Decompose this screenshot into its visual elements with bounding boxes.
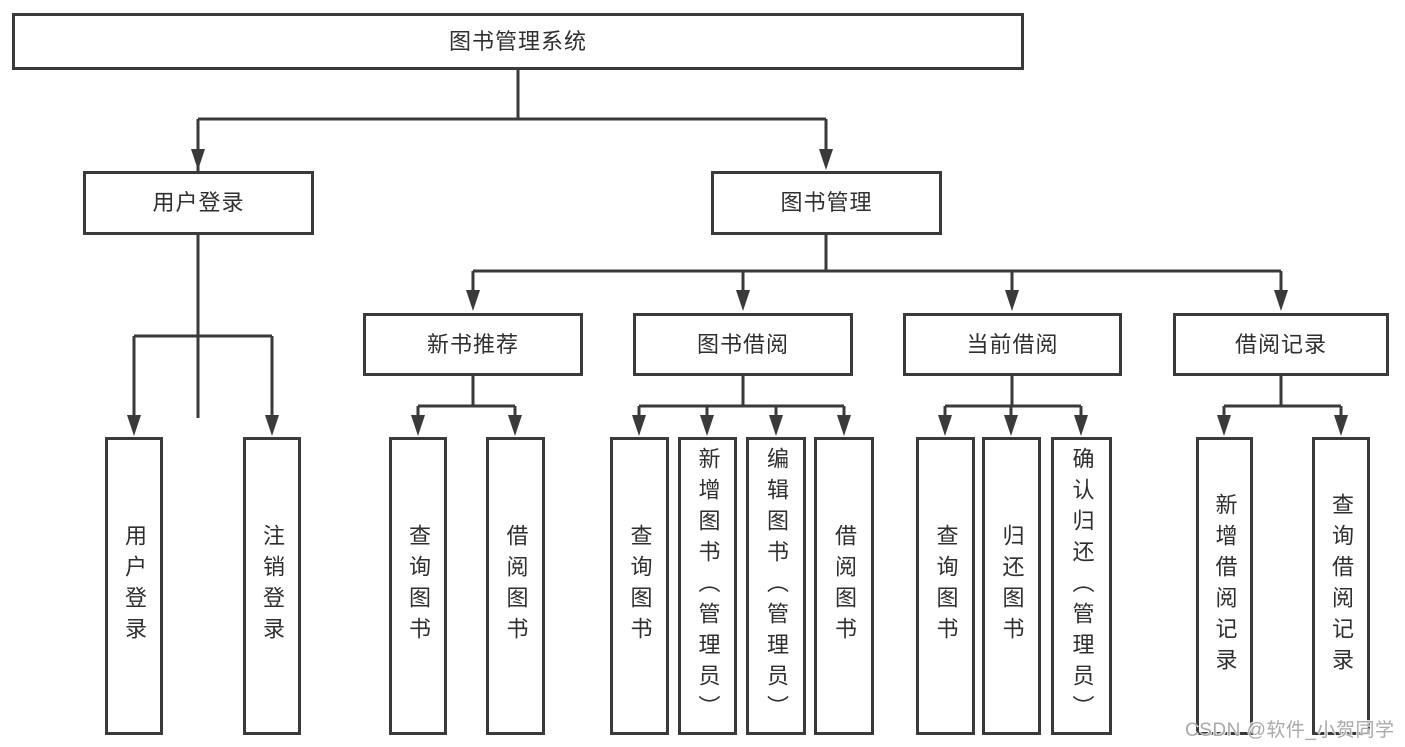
leaf-edit-book-admin: 编辑图书（管理员） xyxy=(746,437,806,735)
node-current-borrow: 当前借阅 xyxy=(903,313,1122,376)
node-new-book-recommend: 新书推荐 xyxy=(363,313,583,376)
connector-current-borrow-subtree xyxy=(943,376,1083,418)
leaf-add-book-admin: 新增图书（管理员） xyxy=(678,437,737,735)
connector-book-management-split xyxy=(471,235,1283,293)
connector-book-borrow-subtree xyxy=(637,376,846,418)
leaf-query-book-borrow: 查询图书 xyxy=(610,437,669,735)
node-book-borrow: 图书借阅 xyxy=(633,313,853,376)
connector-new-book-subtree xyxy=(416,376,517,418)
leaf-user-login: 用户登录 xyxy=(105,437,163,735)
leaf-borrow-book-recommend: 借阅图书 xyxy=(486,437,545,735)
connector-borrow-record-subtree xyxy=(1222,376,1343,418)
node-root-system: 图书管理系统 xyxy=(12,13,1024,70)
node-borrow-record: 借阅记录 xyxy=(1173,313,1389,376)
leaf-return-book: 归还图书 xyxy=(982,437,1041,735)
leaf-query-book-current: 查询图书 xyxy=(916,437,975,735)
connector-root-split xyxy=(196,69,828,418)
node-user-login: 用户登录 xyxy=(83,171,314,235)
node-book-management: 图书管理 xyxy=(711,171,942,235)
connector-paths xyxy=(132,69,1343,418)
leaf-confirm-return-admin: 确认归还（管理员） xyxy=(1051,437,1112,735)
leaf-borrow-book: 借阅图书 xyxy=(814,437,874,735)
leaf-add-borrow-record: 新增借阅记录 xyxy=(1196,437,1253,735)
leaf-logout: 注销登录 xyxy=(243,437,301,735)
csdn-watermark: CSDN @软件_小贺同学 xyxy=(1185,720,1395,741)
leaf-query-borrow-record: 查询借阅记录 xyxy=(1312,437,1370,735)
arrowheads xyxy=(127,149,1348,436)
leaf-query-book-recommend: 查询图书 xyxy=(389,437,447,735)
connector-user-login-subtree xyxy=(132,235,274,418)
